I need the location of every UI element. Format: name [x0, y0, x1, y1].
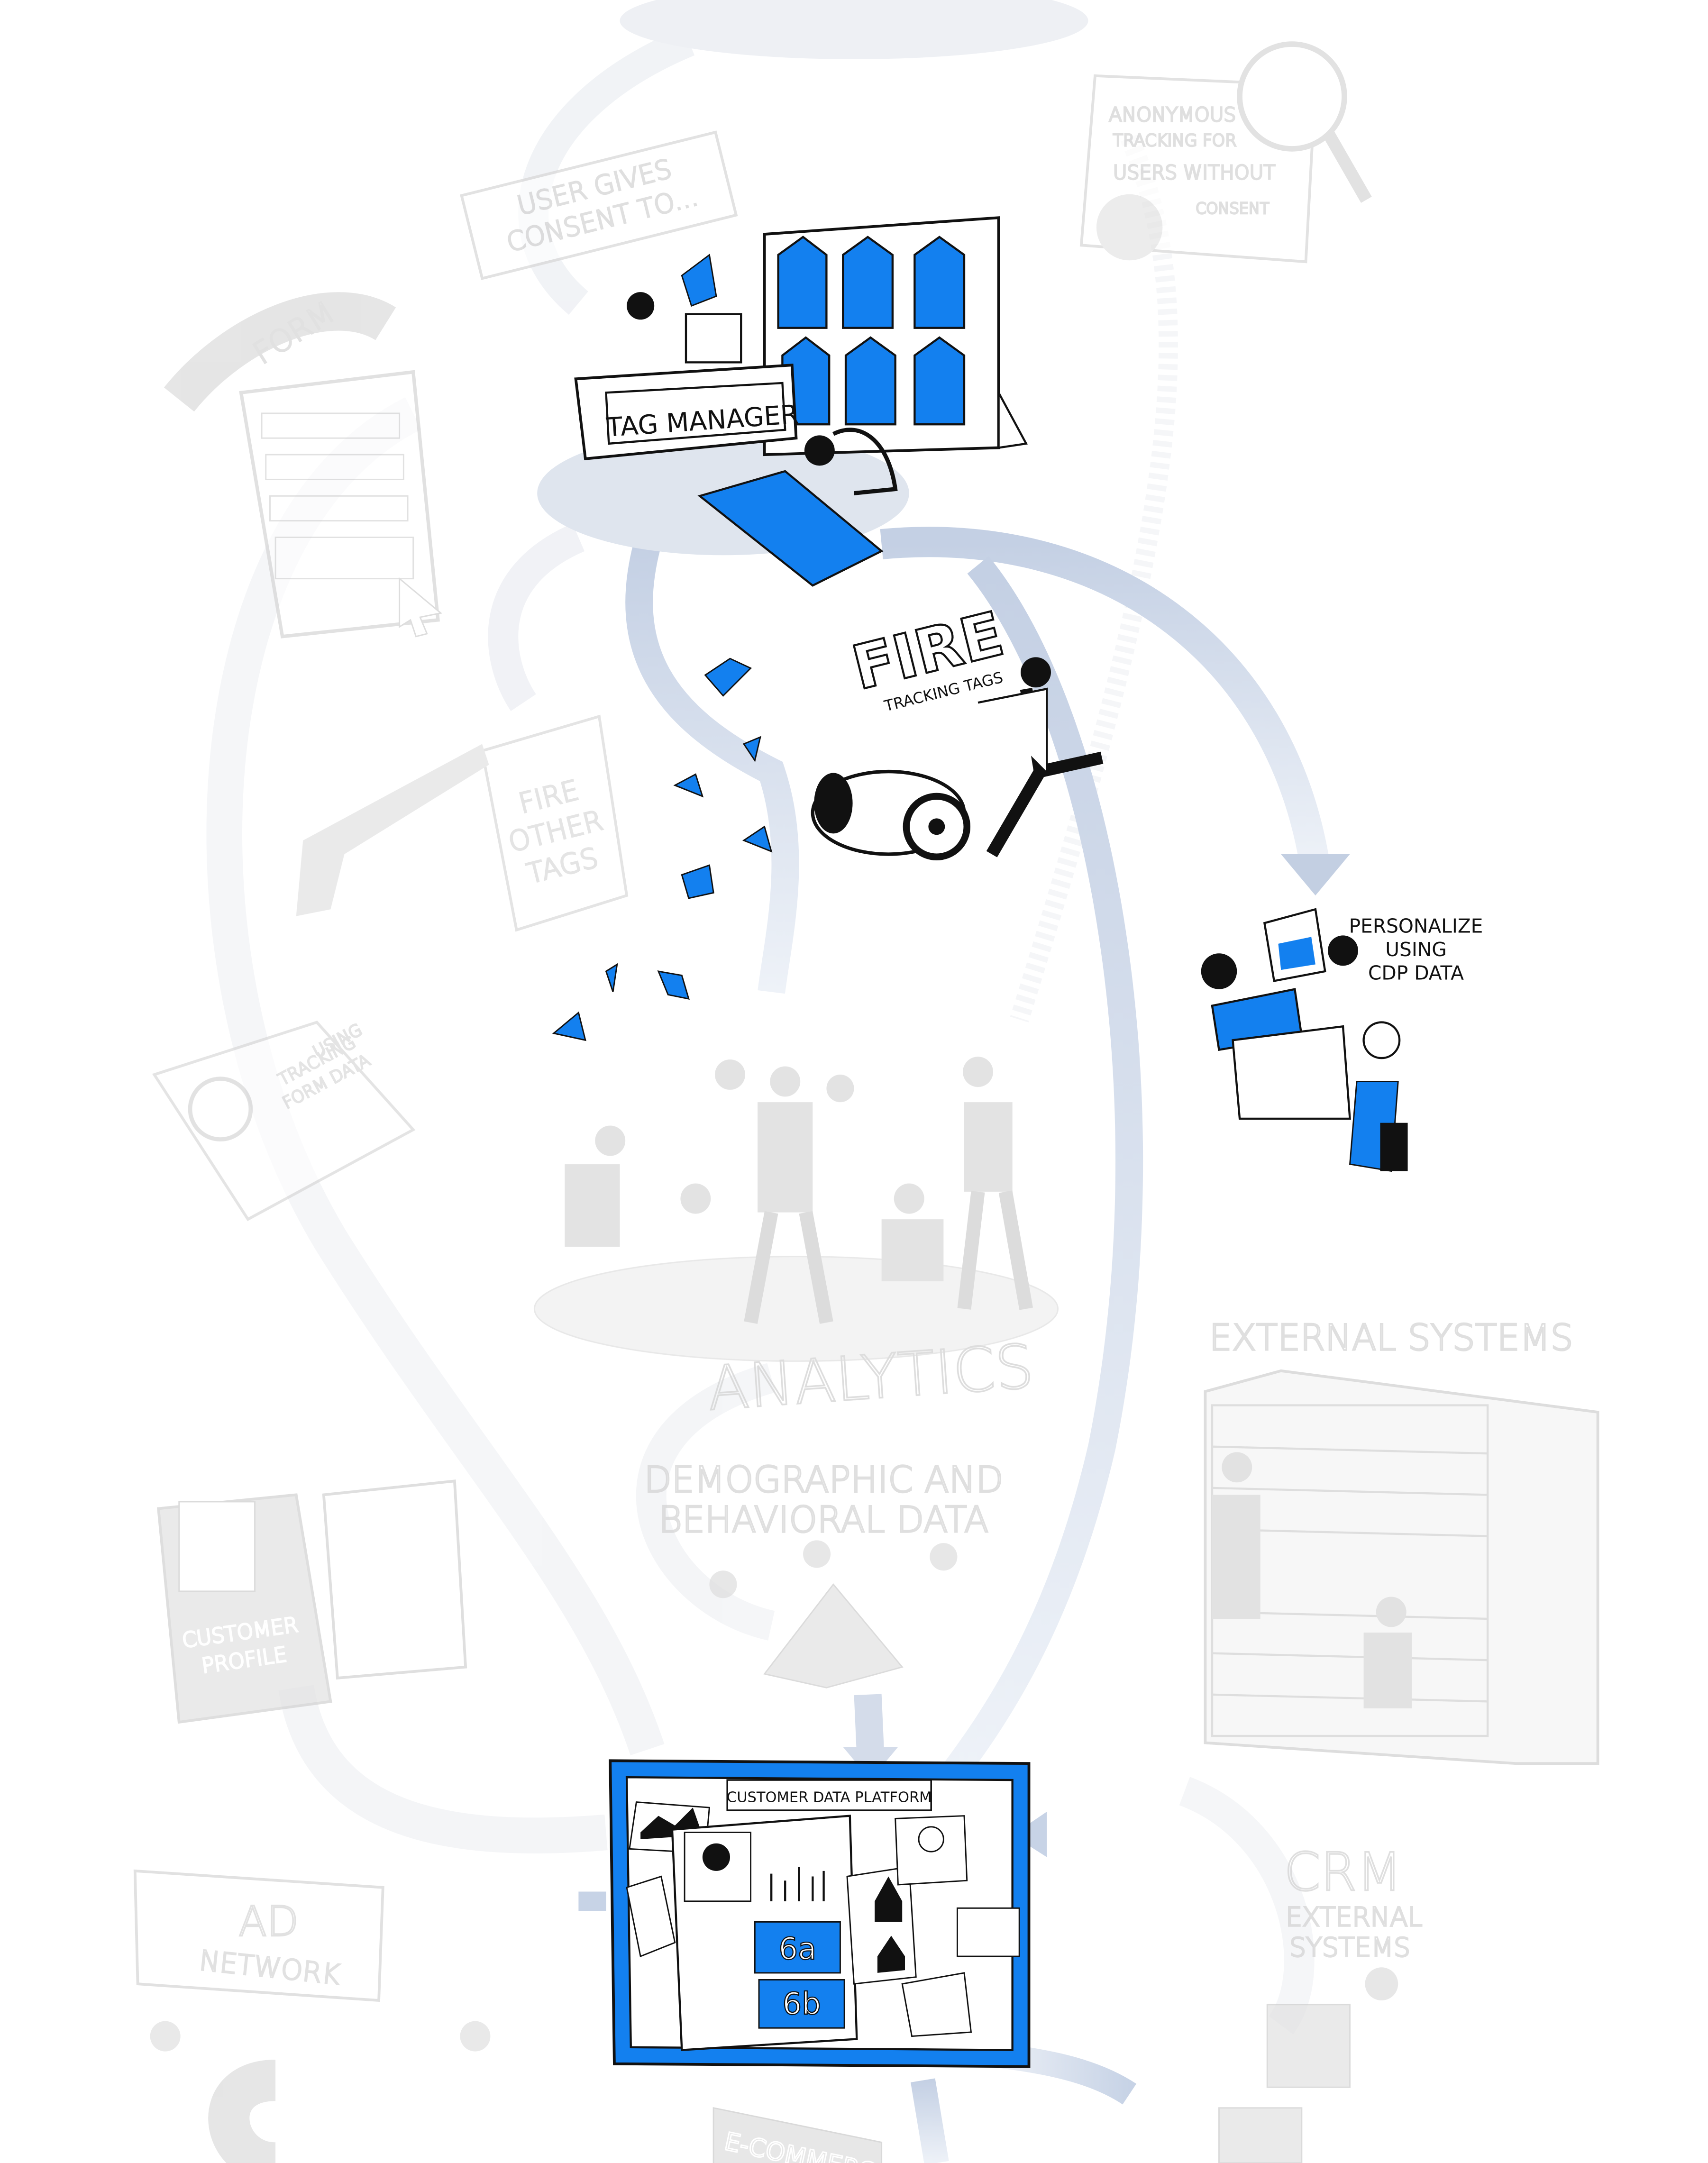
anonymous-line-1: ANONYMOUS — [1109, 103, 1236, 126]
form-illustration: FORM — [164, 292, 443, 639]
crm-label: CRM — [1284, 1843, 1402, 1903]
demographic-line-2: BEHAVIORAL DATA — [659, 1499, 989, 1541]
arrow-head — [1281, 854, 1350, 896]
customer-profile-scene: CUSTOMER PROFILE — [156, 1479, 467, 1724]
ecommerce-sign: E-COMMERCE — [712, 2107, 894, 2163]
step-6b-badge — [758, 1979, 845, 2029]
anonymous-line-2: TRACKING FOR — [1113, 131, 1237, 150]
external-systems-scene: EXTERNAL SYSTEMS — [1204, 1316, 1599, 1765]
top-platform — [620, 0, 1088, 59]
flying-tags — [552, 657, 773, 1041]
customer-data-platform-board: CUSTOMER DATA PLATFORM 6a 6b — [609, 1759, 1031, 2068]
demographic-line-1: DEMOGRAPHIC AND — [644, 1459, 1004, 1501]
personalize-line-3: CDP DATA — [1368, 961, 1464, 984]
cursor-icon — [399, 577, 443, 638]
crm-systems-label: SYSTEMS — [1289, 1933, 1410, 1963]
tag-icons — [777, 236, 966, 426]
magnifier-icon — [1237, 41, 1347, 152]
personalize-line-2: USING — [1385, 938, 1447, 961]
anonymous-line-3: USERS WITHOUT — [1113, 161, 1276, 184]
tag-manager-scene: TAG MANAGER — [537, 216, 1028, 587]
revolver-icon — [296, 744, 489, 916]
personalize-line-1: PERSONALIZE — [1349, 915, 1483, 938]
crm-scene: CRM EXTERNAL SYSTEMS — [1218, 1842, 1423, 2163]
step-6a-badge — [754, 1921, 841, 1974]
anonymous-line-4: CONSENT — [1196, 199, 1269, 217]
computer-icon — [685, 313, 742, 364]
ad-network-scene: AD NETWORK — [133, 1869, 491, 2163]
cdp-title: CUSTOMER DATA PLATFORM — [727, 1789, 932, 1806]
anonymous-tracking-paper: ANONYMOUS TRACKING FOR USERS WITHOUT CON… — [1079, 41, 1372, 264]
consent-banner: USER GIVES CONSENT TO... — [460, 130, 738, 280]
external-systems-label: EXTERNAL SYSTEMS — [1209, 1317, 1573, 1359]
tag-mat — [697, 470, 884, 587]
demographic-scene: DEMOGRAPHIC AND BEHAVIORAL DATA — [643, 1458, 1004, 1688]
ad-network-line-1: AD — [238, 1897, 299, 1945]
step-6a-label: 6a — [778, 1932, 816, 1967]
fire-other-tags-scene: FIRE OTHER TAGS — [296, 714, 629, 932]
personalize-scene: PERSONALIZE USING CDP DATA — [1201, 908, 1483, 1172]
magnet-icon — [208, 2060, 277, 2163]
fire-tracking-scene: FIRE TRACKING TAGS — [552, 598, 1104, 1041]
fingerprint-icon — [188, 1077, 253, 1141]
server-rack — [1204, 1369, 1599, 1765]
analytics-scene: ANALYTICS — [533, 1057, 1059, 1425]
crm-external-label: EXTERNAL — [1286, 1902, 1422, 1933]
tracking-form-book: USING TRACKING FORM DATA — [152, 1020, 416, 1221]
faded-flow-arrows — [206, 27, 1315, 2035]
step-6b-label: 6b — [782, 1987, 821, 2022]
